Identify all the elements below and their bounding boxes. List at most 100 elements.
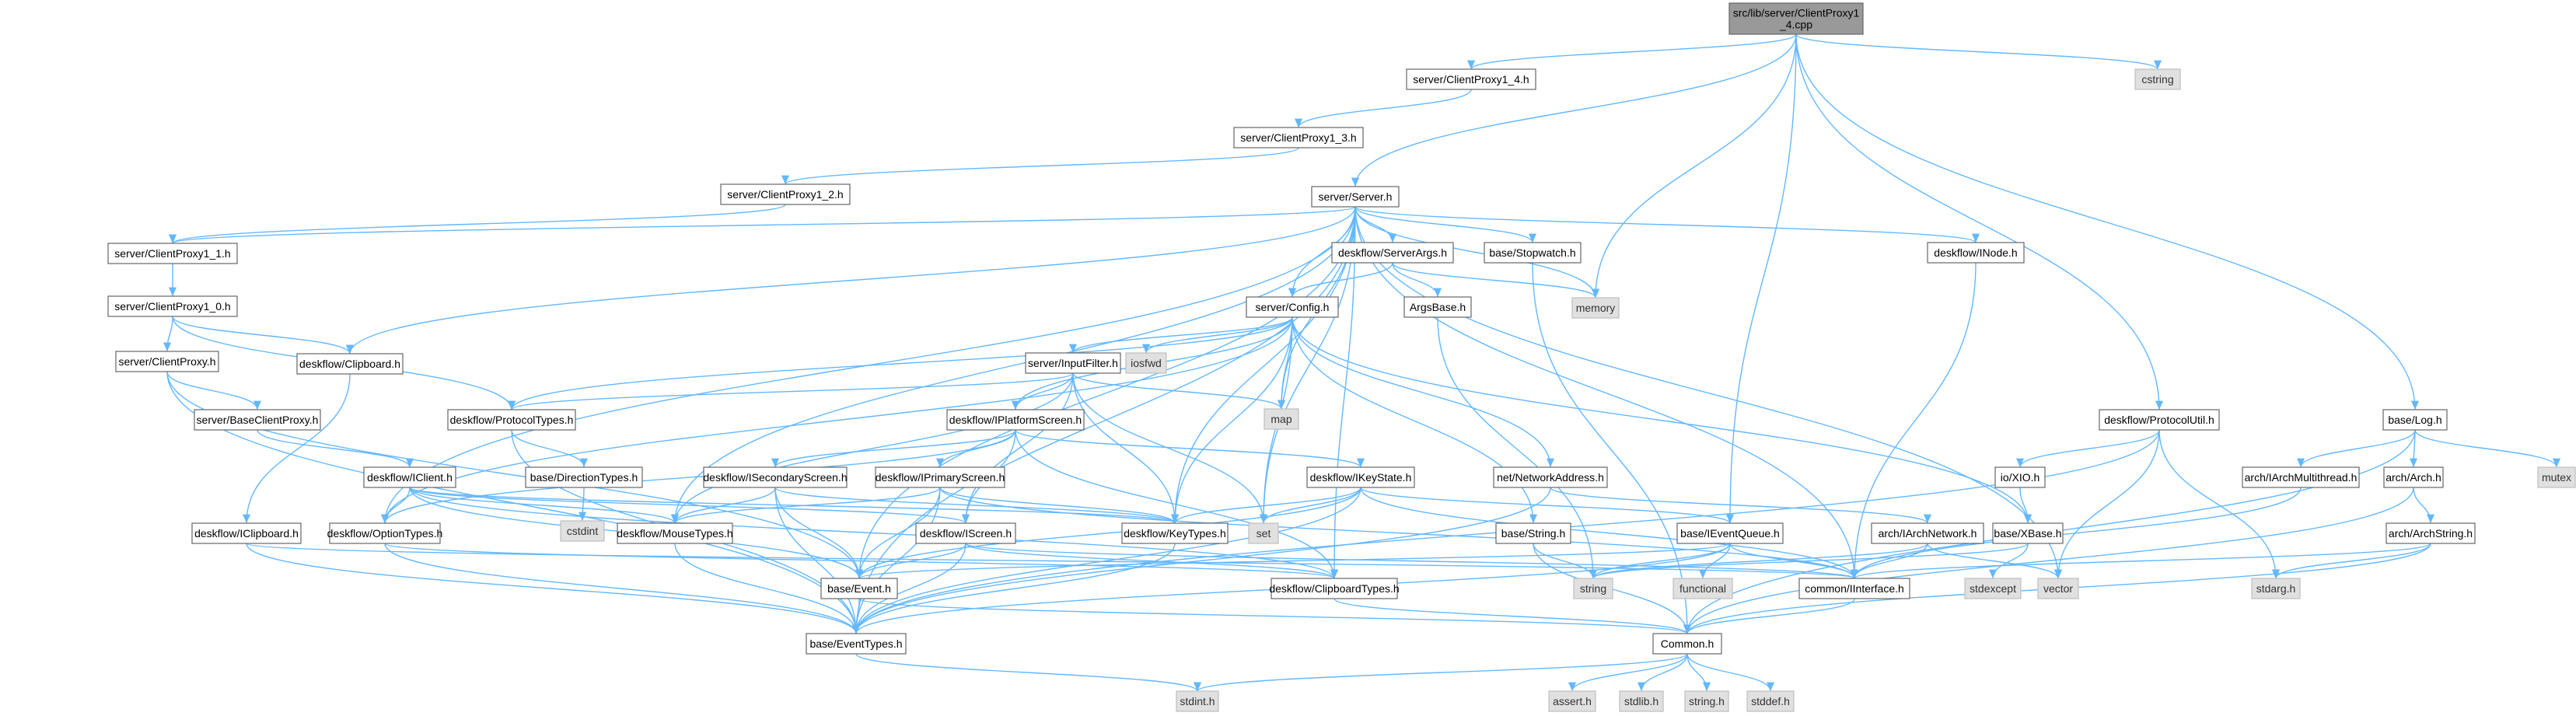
- node-inputfilter[interactable]: server/InputFilter.h: [1025, 352, 1121, 374]
- node-optiontypes[interactable]: deskflow/OptionTypes.h: [327, 522, 443, 544]
- node-iarchnet[interactable]: arch/IArchNetwork.h: [1871, 522, 1984, 544]
- node-bcph[interactable]: server/BaseClientProxy.h: [194, 409, 321, 431]
- edge-archh-to-common: [1683, 487, 2414, 634]
- node-label: string: [1580, 582, 1606, 595]
- edge-iscreen-to-cliptypes: [965, 543, 1338, 579]
- edge-serverargs-to-memory: [1392, 262, 1599, 299]
- dependency-nodes: src/lib/server/ClientProxy1_4.cpp server/…: [107, 2, 2576, 712]
- edge-iscreen-to-iinterface: [965, 543, 1858, 579]
- node-xioh[interactable]: io/XIO.h: [1994, 466, 2046, 488]
- edge-cp14h-to-cp13h: [1295, 89, 1472, 128]
- node-serverargs[interactable]: deskflow/ServerArgs.h: [1331, 242, 1454, 264]
- node-label: base/XBase.h: [1994, 527, 2061, 540]
- node-archstring[interactable]: arch/ArchString.h: [2386, 522, 2476, 544]
- node-box: [1728, 2, 1864, 35]
- edge-serverh-to-eventtypes: [851, 206, 1356, 634]
- edge-iprimary-to-eventtypes: [851, 487, 941, 634]
- node-iclipboard[interactable]: deskflow/IClipboard.h: [191, 522, 302, 544]
- node-cp11h[interactable]: server/ClientProxy1_1.h: [107, 243, 238, 264]
- node-netaddr[interactable]: net/NetworkAddress.h: [1493, 466, 1608, 488]
- node-keytypes[interactable]: deskflow/KeyTypes.h: [1121, 522, 1229, 544]
- node-config[interactable]: server/Config.h: [1246, 296, 1339, 318]
- edge-inputfilter-to-keytypes: [1072, 372, 1180, 524]
- node-box: [2037, 578, 2079, 599]
- edge-serverh-to-vector: [1354, 206, 2062, 579]
- node-ieventqueue[interactable]: base/IEventQueue.h: [1676, 522, 1784, 544]
- node-label: assert.h: [1553, 695, 1592, 707]
- node-box: [1798, 578, 1910, 599]
- node-cp12h[interactable]: server/ClientProxy1_2.h: [720, 183, 851, 205]
- node-functional: functional: [1672, 578, 1733, 599]
- node-cliptypes[interactable]: deskflow/ClipboardTypes.h: [1269, 578, 1400, 599]
- node-label: deskflow/ServerArgs.h: [1338, 246, 1447, 259]
- node-box: [525, 466, 643, 488]
- node-iclient[interactable]: deskflow/IClient.h: [363, 466, 456, 488]
- node-stopwatch[interactable]: base/Stopwatch.h: [1484, 242, 1582, 264]
- node-asserth: assert.h: [1548, 690, 1596, 712]
- node-stdexcept: stdexcept: [1964, 578, 2022, 599]
- node-archh[interactable]: arch/Arch.h: [2383, 466, 2444, 488]
- node-protocolutil[interactable]: deskflow/ProtocolUtil.h: [2099, 409, 2220, 431]
- edge-eventh-to-common: [858, 598, 1691, 634]
- node-stringh[interactable]: base/String.h: [1495, 522, 1571, 544]
- node-cp13h[interactable]: server/ClientProxy1_3.h: [1233, 127, 1364, 148]
- node-eventh[interactable]: base/Event.h: [820, 578, 898, 599]
- edge-serverh-to-inode: [1354, 206, 1980, 243]
- edge-iplatformscreen-to-ikeystate: [1015, 429, 1365, 468]
- node-argsbase[interactable]: ArgsBase.h: [1403, 296, 1472, 318]
- edge-iclipboard-to-eventtypes: [246, 543, 860, 634]
- node-box: [915, 522, 1016, 544]
- edge-iprimary-to-mousetypes: [671, 487, 941, 524]
- node-label: deskflow/ProtocolTypes.h: [450, 414, 574, 426]
- node-ikeystate[interactable]: deskflow/IKeyState.h: [1306, 466, 1415, 488]
- node-root[interactable]: src/lib/server/ClientProxy1_4.cpp: [1728, 2, 1864, 35]
- node-box: [1233, 127, 1364, 148]
- node-box: [1571, 297, 1620, 319]
- node-label: server/Config.h: [1256, 301, 1330, 313]
- edge-ikeystate-to-ieventqueue: [1360, 487, 1734, 524]
- node-inode[interactable]: deskflow/INode.h: [1927, 242, 2025, 264]
- node-mousetypes[interactable]: deskflow/MouseTypes.h: [617, 522, 733, 544]
- node-xbase[interactable]: base/XBase.h: [1992, 522, 2064, 544]
- node-label: server/ClientProxy1_1.h: [114, 247, 230, 260]
- node-logh[interactable]: base/Log.h: [2382, 409, 2448, 431]
- edge-iclient-to-iscreen: [409, 487, 970, 524]
- node-label: arch/IArchNetwork.h: [1879, 527, 1977, 540]
- node-iarchmt[interactable]: arch/IArchMultithread.h: [2242, 466, 2360, 488]
- edge-ikeystate-to-set: [1260, 487, 1361, 524]
- node-label: ArgsBase.h: [1410, 301, 1466, 313]
- node-box: [115, 351, 219, 372]
- node-iplatformscreen[interactable]: deskflow/IPlatformScreen.h: [946, 409, 1085, 431]
- node-label: stdexcept: [1970, 582, 2016, 595]
- node-directiontypes[interactable]: base/DirectionTypes.h: [525, 466, 643, 488]
- node-label: deskflow/ProtocolUtil.h: [2104, 414, 2214, 426]
- edge-inputfilter-to-set: [1072, 372, 1268, 524]
- node-cp14h[interactable]: server/ClientProxy1_4.h: [1406, 68, 1536, 90]
- node-common[interactable]: Common.h: [1652, 633, 1722, 655]
- edge-eventh-to-eventtypes: [851, 598, 861, 634]
- node-iscreen[interactable]: deskflow/IScreen.h: [915, 522, 1016, 544]
- node-box: [191, 522, 302, 544]
- node-eventtypes[interactable]: base/EventTypes.h: [806, 633, 907, 655]
- node-serverh[interactable]: server/Server.h: [1311, 186, 1400, 208]
- node-isecondary[interactable]: deskflow/ISecondaryScreen.h: [703, 466, 848, 488]
- node-label: stddef.h: [1751, 695, 1790, 707]
- node-box: [1248, 522, 1279, 544]
- node-cph[interactable]: server/ClientProxy.h: [115, 351, 219, 372]
- node-iprimary[interactable]: deskflow/IPrimaryScreen.h: [875, 466, 1005, 488]
- edge-directiontypes-to-cstdint: [578, 487, 587, 522]
- edge-iprimary-to-eventh: [855, 487, 941, 579]
- node-label: server/ClientProxy1_0.h: [114, 300, 230, 313]
- node-clipboard[interactable]: deskflow/Clipboard.h: [296, 353, 404, 375]
- node-box: [560, 520, 605, 542]
- node-label: arch/ArchString.h: [2389, 527, 2473, 540]
- node-label: cstdint: [567, 525, 599, 537]
- node-box: [1994, 466, 2046, 488]
- edge-common-to-stdlib: [1637, 653, 1688, 692]
- node-cp10h[interactable]: server/ClientProxy1_0.h: [107, 295, 238, 317]
- node-iinterface[interactable]: common/IInterface.h: [1798, 578, 1910, 599]
- edge-config-to-stringh: [1291, 316, 1538, 524]
- edge-ikeystate-to-iinterface: [1360, 487, 1858, 579]
- node-protocoltypes[interactable]: deskflow/ProtocolTypes.h: [447, 409, 576, 431]
